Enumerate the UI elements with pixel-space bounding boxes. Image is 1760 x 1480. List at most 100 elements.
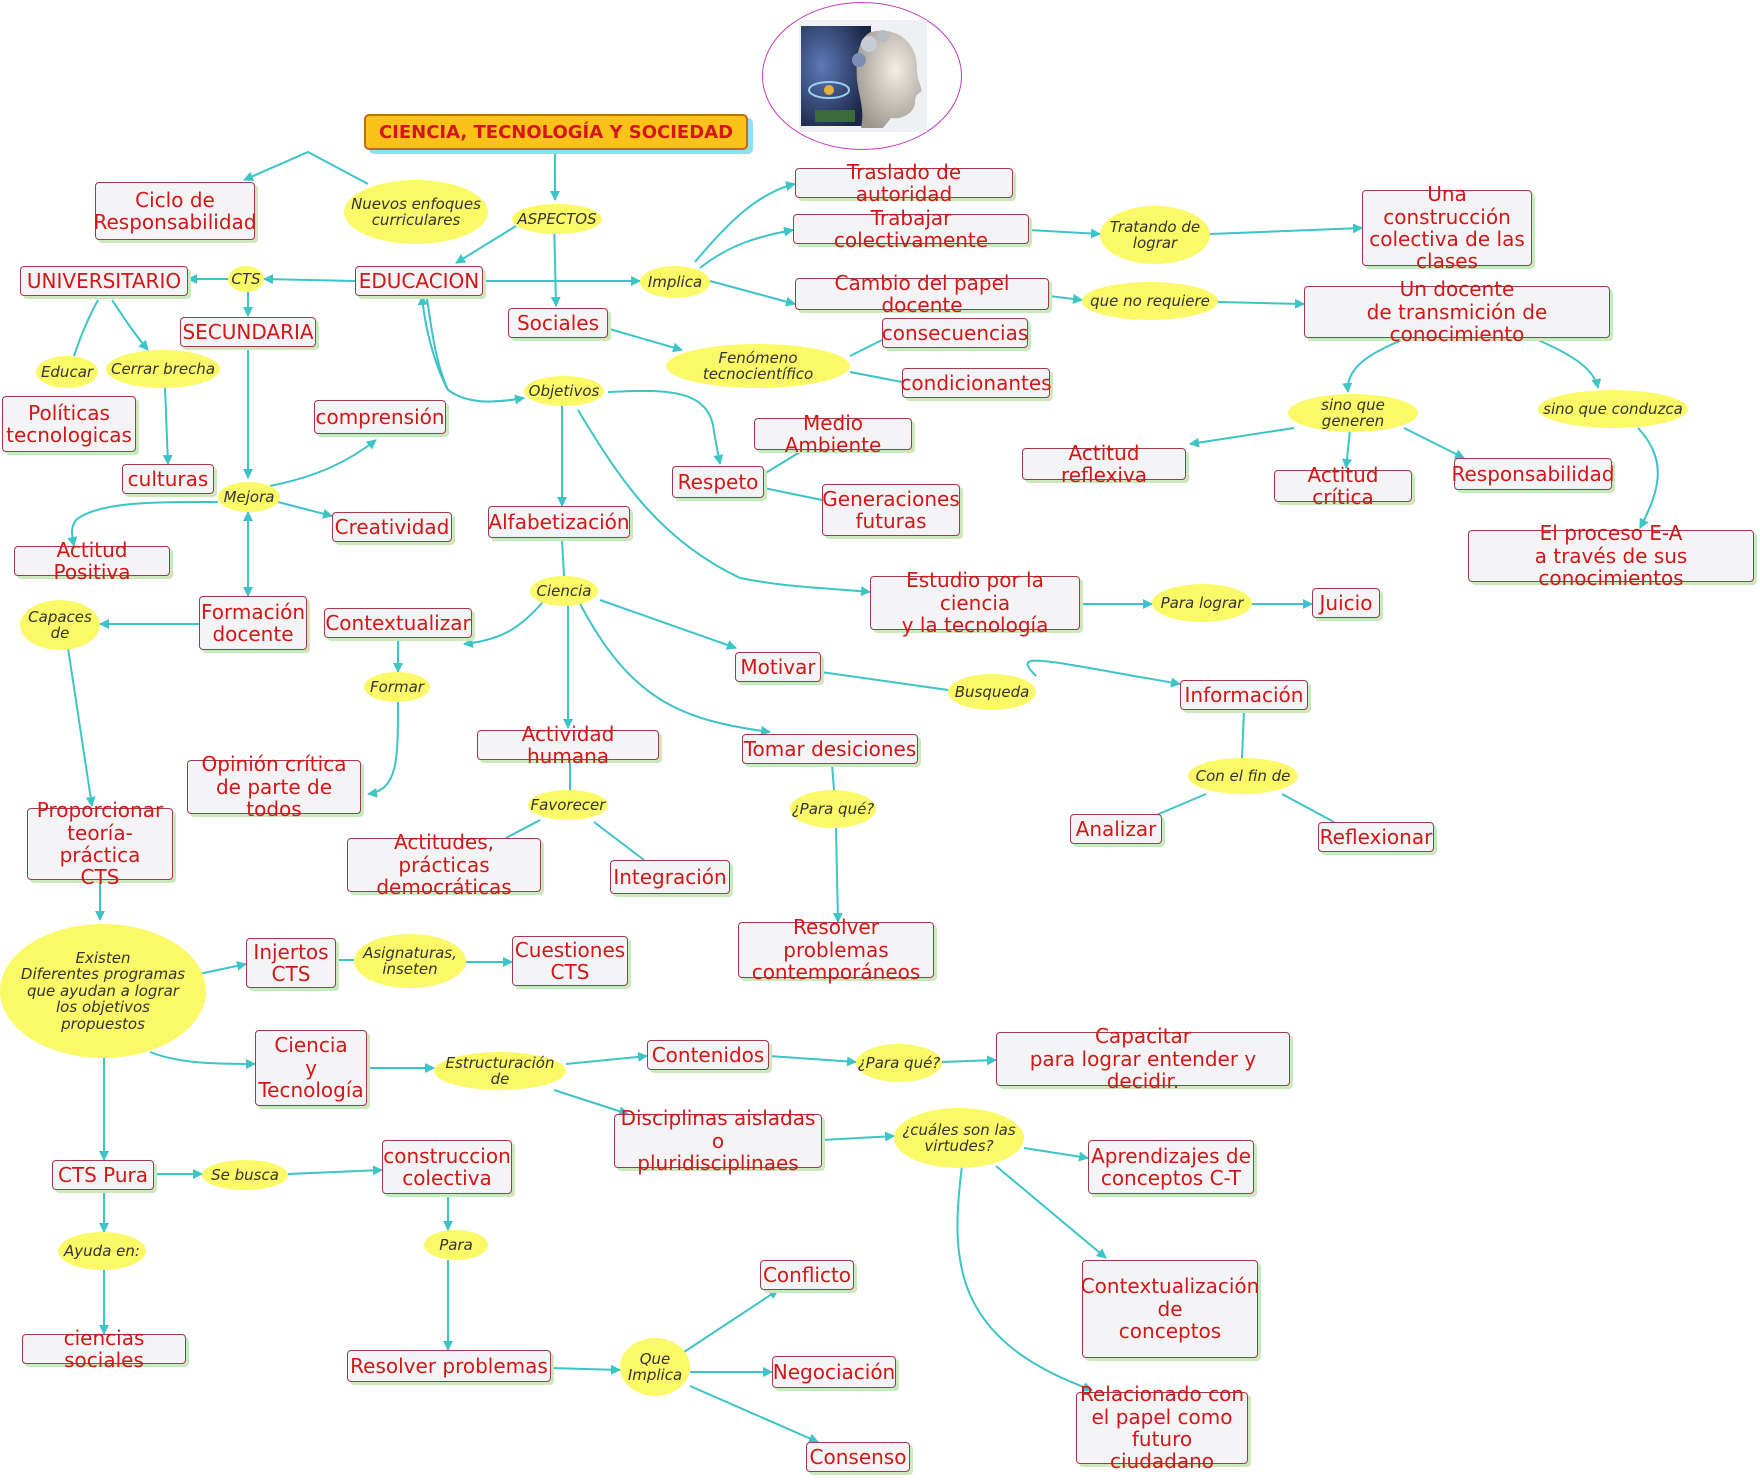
concept-ciencias-sociales: ciencias sociales — [22, 1326, 186, 1371]
concept-proceso-ea: El proceso E-A a través de sus conocimie… — [1468, 522, 1754, 589]
link-label-para-lograr: Para lograr — [1152, 584, 1252, 622]
concept-actitud-critica: Actitud crítica — [1274, 463, 1412, 508]
link-label-mejora: Mejora — [218, 482, 280, 512]
connector-edge — [263, 274, 356, 285]
connector-edge — [832, 827, 843, 923]
link-label-con-el-fin: Con el fin de — [1188, 758, 1298, 794]
connector-edge — [1189, 427, 1295, 448]
link-label-para: Para — [424, 1230, 488, 1260]
connector-edge — [699, 226, 794, 269]
concept-tomar-desiciones: Tomar desiciones — [742, 734, 918, 764]
concept-universitario: UNIVERSITARIO — [20, 266, 188, 296]
connector-edge — [243, 150, 369, 185]
link-label-educar: Educar — [36, 356, 98, 388]
concept-comprension: comprensión — [314, 400, 446, 434]
concept-injertos: Injertos CTS — [246, 938, 336, 988]
concept-disciplinas: Disciplinas aisladas o pluridisciplinaes — [614, 1107, 822, 1174]
link-label-para-que-2: ¿Para qué? — [856, 1044, 942, 1082]
concept-proporcionar: Proporcionar teoría-práctica CTS — [27, 799, 173, 889]
concept-creatividad: Creatividad — [332, 512, 452, 542]
connector-edge — [149, 1051, 256, 1069]
link-label-capaces-de: Capaces de — [20, 600, 100, 650]
connector-edge — [1209, 223, 1363, 235]
connector-edge — [1241, 709, 1245, 759]
link-label-sino-que-conduzca: sino que conduzca — [1538, 390, 1688, 428]
link-label-que-no-requiere: que no requiere — [1082, 282, 1218, 320]
concept-resolver-problemas: Resolver problemas — [347, 1350, 551, 1382]
concept-informacion: Información — [1180, 680, 1308, 710]
concept-actitud-positiva: Actitud Positiva — [14, 538, 170, 583]
connector-edge — [689, 1385, 819, 1443]
connector-edge — [553, 1089, 629, 1116]
concept-actitudes: Actitudes, prácticas democráticas — [347, 831, 541, 898]
link-label-asignaturas: Asignaturas, inseten — [354, 934, 466, 988]
connector-edge — [550, 1364, 621, 1375]
concept-relacionado: Relacionado con el papel como futuro ciu… — [1076, 1383, 1248, 1473]
link-label-busqueda: Busqueda — [948, 674, 1036, 710]
connector-edge — [561, 539, 565, 577]
connector-edge — [67, 500, 219, 547]
concept-contenidos: Contenidos — [647, 1040, 769, 1070]
link-label-tratando: Tratando de lograr — [1100, 206, 1210, 264]
connector-edge — [768, 1055, 857, 1067]
connector-edge — [111, 299, 149, 351]
concept-cts-pura: CTS Pura — [52, 1160, 154, 1190]
concept-cambio: Cambio del papel docente — [795, 271, 1049, 316]
concept-negociacion: Negociación — [772, 1356, 896, 1388]
connector-edge — [763, 451, 801, 475]
connector-edge — [287, 1165, 383, 1176]
connector-edge — [577, 409, 871, 597]
header-picture — [762, 2, 962, 150]
connector-edge — [831, 763, 835, 791]
concept-consecuencias: consecuencias — [882, 318, 1028, 348]
connector-edge — [1023, 1147, 1089, 1162]
concept-construccion-colectiva: construccion colectiva — [382, 1140, 512, 1194]
concept-ciclo: Ciclo de Responsabilidad — [93, 182, 257, 240]
connector-edge — [1026, 659, 1181, 688]
connector-edge — [849, 371, 903, 383]
link-label-para-que-1: ¿Para qué? — [790, 790, 876, 828]
connector-edge — [820, 671, 949, 691]
connector-edge — [417, 295, 525, 403]
link-label-estructuracion: Estructuración de — [434, 1052, 566, 1090]
connector-edge — [763, 487, 823, 501]
concept-aprendizajes: Aprendizajes de conceptos C-T — [1088, 1140, 1254, 1194]
connector-edge — [683, 1289, 779, 1353]
connector-edge — [694, 181, 796, 263]
link-label-cerrar-brecha: Cerrar brecha — [106, 350, 220, 388]
link-label-ayuda-en: Ayuda en: — [58, 1232, 146, 1270]
connector-edge — [1217, 298, 1305, 309]
connector-edge — [565, 1051, 648, 1065]
head-with-science-collage-icon — [799, 20, 927, 132]
concept-politicas: Políticas tecnologicas — [2, 396, 136, 452]
concept-medio-ambiente: Medio Ambiente — [754, 411, 912, 456]
connector-edge — [709, 280, 796, 307]
concept-alfabetizacion: Alfabetización — [488, 506, 630, 538]
connector-edge — [505, 819, 541, 839]
link-label-cts: CTS — [228, 266, 264, 292]
connector-edge — [599, 599, 737, 650]
link-label-que-implica: Que Implica — [620, 1338, 690, 1396]
concept-educacion: EDUCACION — [355, 266, 483, 296]
concept-trabajar: Trabajar colectivamente — [793, 206, 1029, 251]
connector-edge — [1403, 427, 1465, 459]
connector-edge — [1637, 427, 1659, 529]
concept-condicionantes: condicionantes — [900, 368, 1052, 398]
concept-estudio: Estudio por la ciencia y la tecnología — [870, 569, 1080, 636]
concept-sociales: Sociales — [508, 308, 608, 338]
link-label-formar: Formar — [364, 672, 430, 702]
connector-edge — [577, 599, 771, 736]
connector-edge — [367, 701, 399, 798]
concept-respeto: Respeto — [672, 466, 764, 498]
link-label-existen: Existen Diferentes programas que ayudan … — [0, 924, 206, 1058]
connector-edge — [821, 1131, 895, 1142]
connector-edge — [605, 327, 683, 353]
connector-edge — [277, 501, 333, 519]
link-label-objetivos: Objetivos — [524, 376, 604, 406]
concept-contextualizacion: Contextualización de conceptos — [1081, 1260, 1259, 1358]
link-label-cuales-virtudes: ¿cuáles son las virtudes? — [894, 1108, 1024, 1168]
concept-resolver-contemp: Resolver problemas contemporáneos — [738, 916, 934, 983]
connector-edge — [463, 595, 549, 648]
